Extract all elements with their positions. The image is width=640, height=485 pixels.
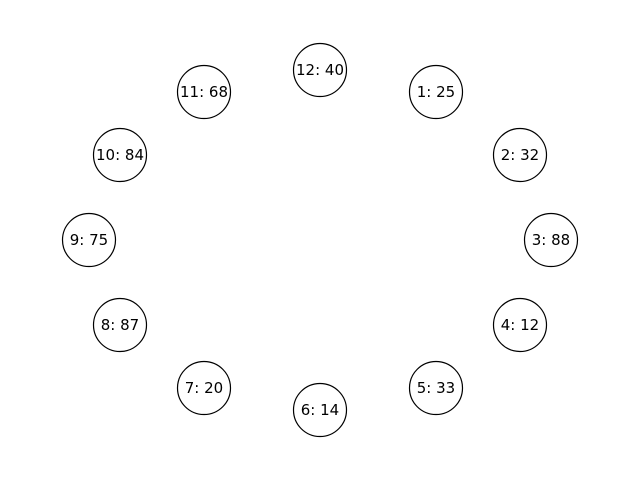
clock-node: 3: 88 <box>523 212 579 268</box>
node-label: 6: 14 <box>301 401 339 419</box>
node-circle <box>292 42 348 98</box>
node-circle <box>61 212 117 268</box>
node-label: 9: 75 <box>70 231 108 249</box>
clock-node: 4: 12 <box>492 297 548 353</box>
node-label: 11: 68 <box>180 83 228 101</box>
node-circle <box>176 64 232 120</box>
node-circle <box>176 360 232 416</box>
clock-node: 7: 20 <box>176 360 232 416</box>
clock-node: 6: 14 <box>292 382 348 438</box>
node-label: 8: 87 <box>101 316 139 334</box>
clock-node: 5: 33 <box>408 360 464 416</box>
node-circle <box>292 382 348 438</box>
clock-node: 8: 87 <box>92 297 148 353</box>
node-label: 12: 40 <box>296 61 344 79</box>
node-circle <box>523 212 579 268</box>
node-label: 2: 32 <box>501 146 539 164</box>
node-label: 7: 20 <box>185 379 223 397</box>
clock-node: 1: 25 <box>408 64 464 120</box>
node-label: 3: 88 <box>532 231 570 249</box>
node-circle <box>408 360 464 416</box>
clock-node: 12: 40 <box>292 42 348 98</box>
node-label: 10: 84 <box>96 146 144 164</box>
clock-node: 10: 84 <box>92 127 148 183</box>
node-circle <box>492 127 548 183</box>
clock-node: 2: 32 <box>492 127 548 183</box>
node-label: 5: 33 <box>417 379 455 397</box>
node-label: 4: 12 <box>501 316 539 334</box>
nodes-layer: 12: 40 1: 25 2: 32 3: 88 4: 12 5: 33 6: 14 7: 2… <box>61 42 579 438</box>
node-circle <box>492 297 548 353</box>
node-circle <box>408 64 464 120</box>
node-circle <box>92 297 148 353</box>
clock-node: 11: 68 <box>176 64 232 120</box>
node-circle <box>92 127 148 183</box>
clock-node: 9: 75 <box>61 212 117 268</box>
node-label: 1: 25 <box>417 83 455 101</box>
